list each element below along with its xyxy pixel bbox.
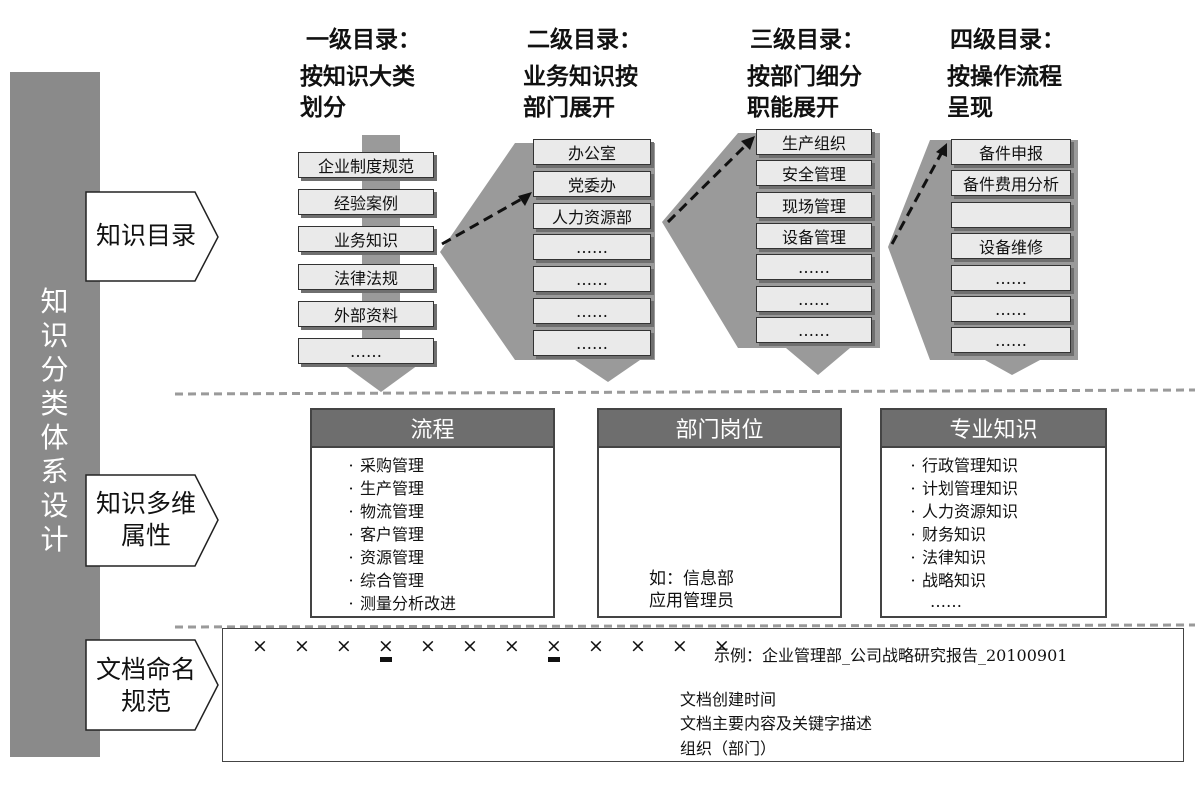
placeholder-org: × × × × [252, 635, 404, 657]
process-list-item: 测量分析改进 [342, 592, 553, 615]
level1-item: 外部资料 [298, 301, 434, 327]
knowledge-card: 专业知识 行政管理知识计划管理知识人力资源知识财务知识法律知识战略知识 …… [880, 408, 1107, 618]
department-card-title: 部门岗位 [599, 410, 840, 448]
sidebar-title: 知识分类体系设计 [40, 285, 70, 556]
level3-item: 设备管理 [756, 223, 872, 249]
process-list-item: 采购管理 [342, 454, 553, 477]
level3-to-level4-arrow [890, 151, 944, 245]
level1-item: 企业制度规范 [298, 152, 434, 178]
tag-attributes-shape [85, 474, 219, 567]
process-list-item: 综合管理 [342, 569, 553, 592]
process-list-item: 生产管理 [342, 477, 553, 500]
department-card: 部门岗位 如：信息部 应用管理员 [597, 408, 842, 618]
placeholder-content: × × × × [420, 635, 572, 657]
level1-desc: 按知识大类 划分 [300, 64, 415, 121]
knowledge-card-title: 专业知识 [882, 410, 1105, 448]
level4-item: …… [951, 327, 1071, 353]
process-list-item: 物流管理 [342, 500, 553, 523]
level2-item: …… [533, 298, 651, 324]
placeholder-date: × × × × [588, 635, 740, 657]
knowledge-list-item: 人力资源知识 [904, 500, 1105, 523]
level4-item: …… [951, 265, 1071, 291]
section-label-attributes: 知识多维 属性 [95, 489, 196, 550]
knowledge-list: 行政管理知识计划管理知识人力资源知识财务知识法律知识战略知识 [882, 448, 1105, 592]
level3-item: 安全管理 [756, 160, 872, 186]
level2-item: 办公室 [533, 139, 651, 165]
knowledge-more: …… [930, 592, 962, 611]
level2-item: 人力资源部 [533, 203, 651, 229]
level3-item: …… [756, 317, 872, 343]
tag-naming-shape [85, 639, 219, 731]
separator-top [174, 388, 1196, 396]
level4-title: 四级目录： [950, 27, 1065, 53]
level4-desc: 按操作流程 呈现 [947, 64, 1062, 121]
level3-item: …… [756, 286, 872, 312]
level2-desc: 业务知识按 部门展开 [523, 64, 638, 121]
label-organization: 组织（部门） [680, 739, 777, 758]
level4-item: 备件申报 [951, 139, 1071, 165]
level4-item: 备件费用分析 [951, 170, 1071, 196]
knowledge-list-item: 战略知识 [904, 569, 1105, 592]
label-content-keywords: 文档主要内容及关键字描述 [680, 714, 873, 733]
level2-item: 党委办 [533, 171, 651, 197]
knowledge-list-item: 行政管理知识 [904, 454, 1105, 477]
process-list-item: 资源管理 [342, 546, 553, 569]
department-caption: 如：信息部 应用管理员 [649, 569, 734, 611]
knowledge-list-item: 财务知识 [904, 523, 1105, 546]
label-created-time: 文档创建时间 [680, 690, 777, 709]
level1-title: 一级目录： [306, 27, 421, 53]
process-card: 流程 采购管理生产管理物流管理客户管理资源管理综合管理测量分析改进 [310, 408, 555, 618]
level4-item: 设备维修 [951, 233, 1071, 259]
knowledge-list-item: 法律知识 [904, 546, 1105, 569]
level2-to-level3-arrow [666, 141, 750, 224]
level2-item: …… [533, 266, 651, 292]
process-card-title: 流程 [312, 410, 553, 448]
section-label-naming: 文档命名 规范 [95, 655, 196, 716]
level2-item: …… [533, 234, 651, 260]
separator-bottom [174, 623, 1196, 629]
knowledge-list-item: 计划管理知识 [904, 477, 1105, 500]
sidebar-bar [10, 72, 100, 757]
separator-underscore-2 [548, 657, 560, 662]
section-label-catalog: 知识目录 [95, 221, 196, 250]
level3-item: …… [756, 254, 872, 280]
naming-example: 示例：企业管理部_公司战略研究报告_20100901 [714, 646, 1068, 665]
level3-item: 生产组织 [756, 129, 872, 155]
level2-item: …… [533, 330, 651, 356]
tag-catalog-shape [85, 191, 219, 282]
level1-item: …… [298, 338, 434, 364]
process-list: 采购管理生产管理物流管理客户管理资源管理综合管理测量分析改进 [312, 448, 553, 615]
level3-item: 现场管理 [756, 192, 872, 218]
separator-underscore-1 [380, 657, 392, 662]
level1-item: 业务知识 [298, 226, 434, 252]
process-list-item: 客户管理 [342, 523, 553, 546]
level4-item: …… [951, 296, 1071, 322]
level3-title: 三级目录： [750, 27, 865, 53]
level2-title: 二级目录： [527, 27, 642, 53]
level1-item: 经验案例 [298, 189, 434, 215]
level1-item: 法律法规 [298, 264, 434, 290]
naming-panel [222, 628, 1184, 762]
level3-desc: 按部门细分 职能展开 [747, 64, 862, 121]
level4-item [951, 202, 1071, 228]
